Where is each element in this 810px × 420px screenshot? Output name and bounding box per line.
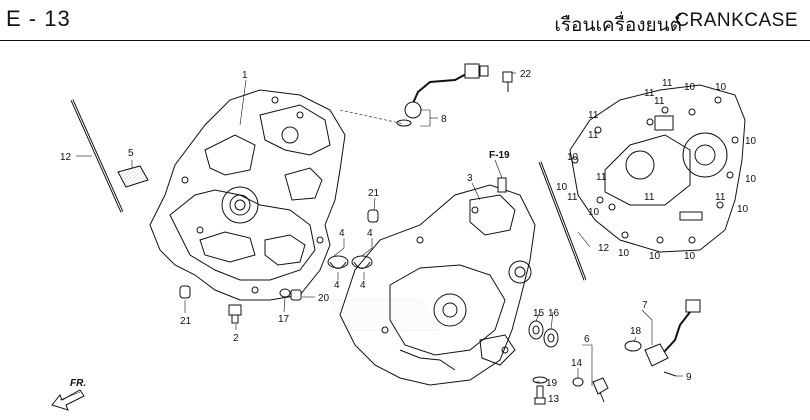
front-direction-arrow: FR. — [51, 378, 86, 411]
section-title: CRANKCASE — [675, 10, 798, 31]
section-title-local: เรือนเครื่องยนต์ — [554, 14, 682, 36]
bearings — [327, 255, 373, 269]
dowel-pins — [179, 209, 379, 299]
callout-10a: 10 — [684, 82, 696, 93]
callout-4c: 4 — [334, 280, 340, 291]
dowel-plate — [117, 165, 149, 188]
callout-6: 6 — [584, 334, 590, 345]
header-divider — [0, 40, 810, 41]
callout-11i: 11 — [644, 192, 655, 203]
washer-and-pin — [279, 288, 302, 301]
section-code: E - 13 — [6, 6, 71, 31]
callout-17: 17 — [278, 314, 290, 325]
callout-1: 1 — [242, 70, 248, 81]
callout-11a: 11 — [644, 88, 655, 99]
callout-5: 5 — [128, 148, 134, 159]
callout-11b: 11 — [662, 78, 673, 89]
callout-4d: 4 — [360, 280, 366, 291]
callout-13: 13 — [548, 394, 560, 405]
callout-7: 7 — [642, 300, 648, 311]
speed-sensor — [624, 299, 701, 377]
right-crankcase — [339, 177, 536, 386]
oil-seals — [528, 320, 559, 348]
callout-10b: 10 — [715, 82, 727, 93]
callout-16: 16 — [548, 308, 560, 319]
callout-10g: 10 — [649, 251, 661, 262]
neutral-switch — [572, 377, 609, 403]
leader-lines — [76, 72, 683, 399]
callout-11e: 11 — [588, 130, 599, 141]
sensor-harness — [396, 63, 513, 127]
callout-9: 9 — [686, 372, 692, 383]
callout-20: 20 — [318, 293, 330, 304]
callout-4b: 4 — [367, 228, 373, 239]
callout-8: 8 — [441, 114, 447, 125]
front-direction-label: FR. — [70, 378, 86, 389]
callout-22: 22 — [520, 69, 532, 80]
callout-21b: 21 — [180, 316, 192, 327]
callout-2: 2 — [233, 333, 239, 344]
callout-19: 19 — [546, 378, 558, 389]
drain-bolt — [228, 304, 242, 324]
callout-18: 18 — [630, 326, 642, 337]
stud-bolt-left — [70, 99, 124, 213]
callout-14: 14 — [571, 358, 583, 369]
callout-10j: 10 — [556, 182, 568, 193]
callout-15: 15 — [533, 308, 545, 319]
left-crankcase — [149, 89, 346, 301]
callout-10h: 10 — [618, 248, 630, 259]
callout-11d: 11 — [588, 110, 599, 121]
callout-10e: 10 — [737, 204, 749, 215]
callout-10c: 10 — [745, 136, 757, 147]
callout-21a: 21 — [368, 188, 380, 199]
callout-10f: 10 — [684, 251, 696, 262]
callout-12b: 12 — [598, 243, 610, 254]
bolt-19-13 — [532, 376, 548, 405]
stud-bolt-right — [538, 161, 587, 281]
callout-12a: 12 — [60, 152, 72, 163]
watermark — [329, 299, 441, 331]
callout-11g: 11 — [596, 172, 607, 183]
callout-10k: 10 — [567, 152, 579, 163]
callout-11f: 11 — [567, 192, 578, 203]
callout-10i: 10 — [588, 207, 600, 218]
callout-10d: 10 — [745, 174, 757, 185]
callout-3: 3 — [467, 173, 473, 184]
reference-label: F-19 — [489, 150, 510, 161]
callout-labels: 1 2 3 4 4 4 4 5 6 7 8 9 10 10 10 10 10 1… — [60, 69, 757, 405]
callout-11h: 11 — [715, 192, 726, 203]
callout-4a: 4 — [339, 228, 345, 239]
crankcase-inner-view — [569, 84, 746, 253]
callout-11c: 11 — [654, 96, 665, 107]
